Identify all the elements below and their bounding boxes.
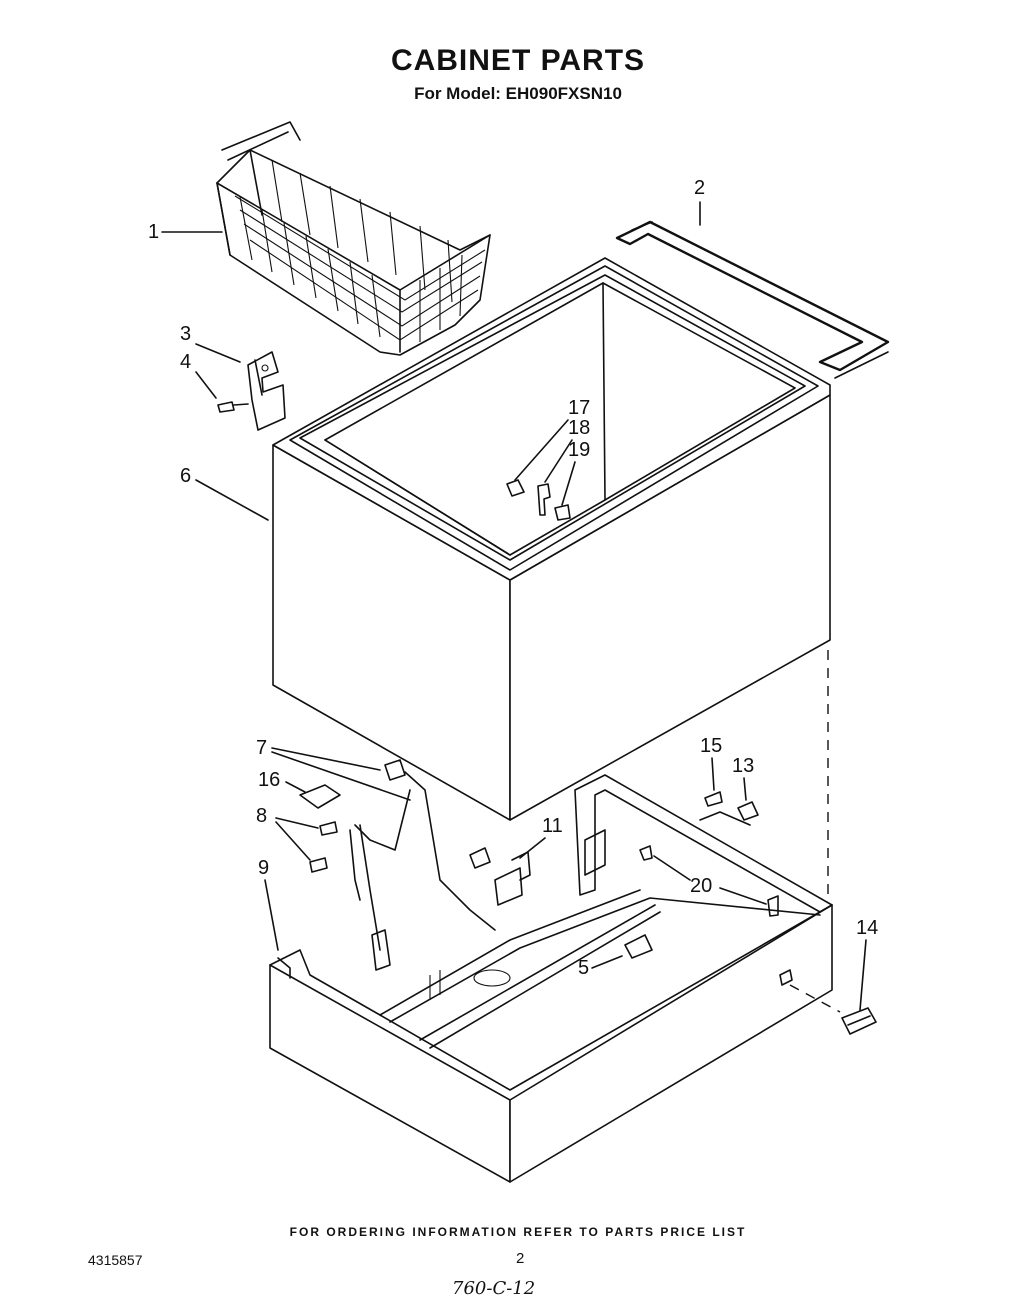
- callout-16: 16: [258, 769, 280, 791]
- callout-14: 14: [856, 917, 878, 939]
- page-number: 2: [516, 1250, 525, 1267]
- callout-6: 6: [180, 465, 191, 487]
- callout-15: 15: [700, 735, 722, 757]
- leveling-foot: [841, 1007, 877, 1035]
- callout-3: 3: [180, 323, 191, 345]
- callout-9: 9: [258, 857, 269, 879]
- callout-5: 5: [578, 957, 589, 979]
- switch-bracket: [494, 851, 531, 906]
- callout-7: 7: [256, 737, 267, 759]
- callout-19: 19: [568, 439, 590, 461]
- cabinet-body: [272, 257, 831, 821]
- callout-20: 20: [690, 875, 712, 897]
- hinge-screw: [217, 401, 249, 413]
- callout-4: 4: [180, 351, 191, 373]
- base-pan: [269, 774, 833, 1183]
- page-title: CABINET PARTS: [390, 44, 646, 77]
- document-number: 4315857: [88, 1252, 143, 1268]
- alignment-lines: [789, 650, 841, 1013]
- model-subtitle: For Model: EH090FXSN10: [414, 84, 622, 103]
- base-fasteners: [639, 791, 779, 917]
- callout-2: 2: [694, 177, 705, 199]
- handwritten-note: 760-C-12: [452, 1278, 536, 1299]
- callout-17: 17: [568, 397, 590, 419]
- interior-fasteners: [506, 479, 571, 521]
- hinge-bracket: [247, 351, 286, 431]
- wire-basket: [216, 121, 491, 356]
- lid-gasket: [615, 220, 890, 379]
- callouts: 1 2 3 4 6 17 18 19 7 16 8 9 11 15 13 20 …: [148, 177, 878, 1011]
- callout-8: 8: [256, 805, 267, 827]
- callout-18: 18: [568, 417, 590, 439]
- ordering-note: FOR ORDERING INFORMATION REFER TO PARTS …: [289, 1225, 747, 1239]
- callout-1: 1: [148, 221, 159, 243]
- wiring-harness: [299, 759, 496, 971]
- callout-13: 13: [732, 755, 754, 777]
- callout-11: 11: [542, 815, 563, 837]
